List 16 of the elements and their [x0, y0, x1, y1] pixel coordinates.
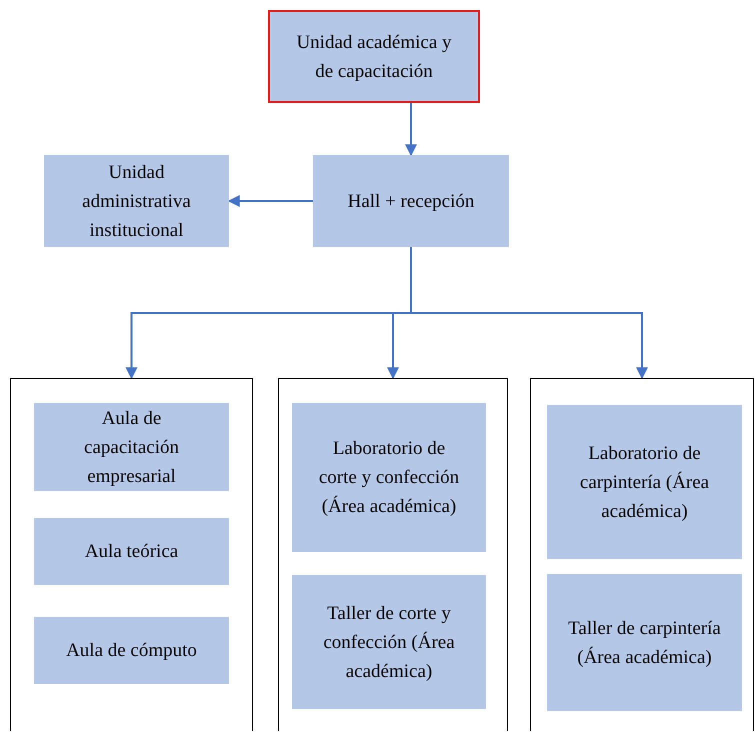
process-box: Taller de carpintería (Área académica): [547, 574, 742, 711]
process-box: Aula teórica: [34, 518, 229, 585]
process-box: Hall + recepción: [313, 155, 509, 247]
arrow: [405, 103, 417, 156]
process-box: Unidad administrativa institucional: [44, 155, 229, 247]
process-box: Aula de cómputo: [34, 617, 229, 684]
arrow: [228, 195, 313, 207]
process-box: Laboratorio de corte y confección (Área académica): [292, 403, 486, 552]
process-box: Laboratorio de carpintería (Área académica): [547, 405, 742, 559]
process-box: Taller de corte y confección (Área académica): [292, 575, 486, 709]
group-panel: [278, 378, 508, 731]
process-box: Aula de capacitación empresarial: [34, 403, 229, 491]
group-panel: [530, 378, 754, 731]
group-panel: [10, 378, 253, 731]
process-box: Unidad académica y de capacitación: [268, 10, 480, 103]
arrow: [410, 247, 648, 380]
